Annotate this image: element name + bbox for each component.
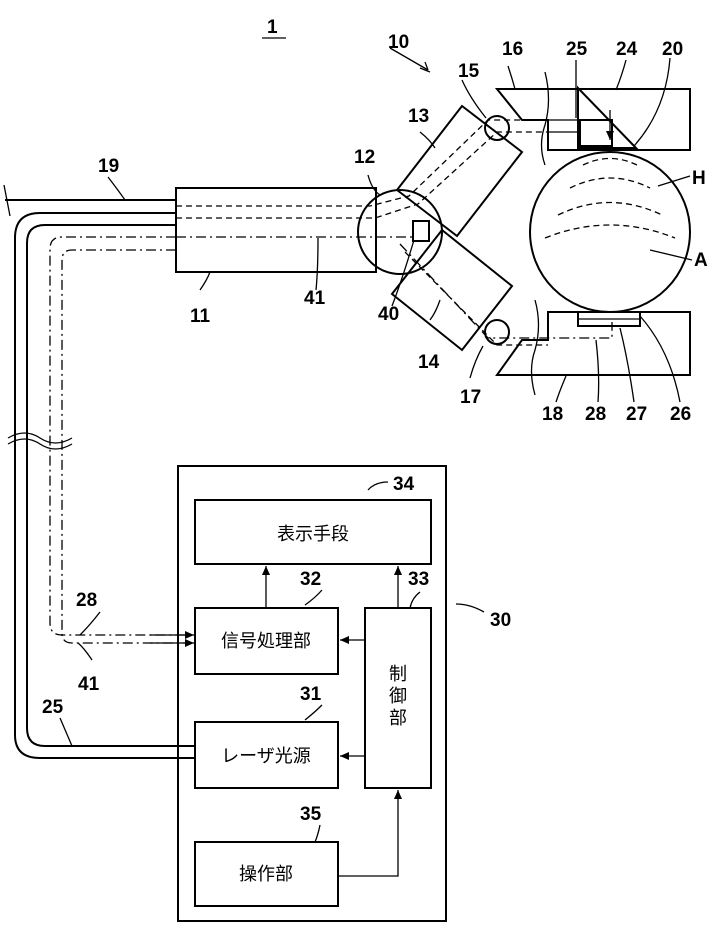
label-12: 12 — [354, 147, 375, 168]
label-15: 15 — [458, 61, 480, 82]
control-label-1: 制 — [389, 664, 407, 684]
label-20: 20 — [662, 39, 683, 60]
label-11: 11 — [190, 306, 211, 327]
display-label: 表示手段 — [277, 524, 349, 544]
label-32: 32 — [300, 569, 321, 590]
label-13: 13 — [408, 106, 429, 127]
object-H — [530, 152, 692, 312]
label-16: 16 — [502, 39, 523, 60]
label-33: 33 — [408, 569, 429, 590]
label-40: 40 — [378, 304, 399, 325]
handle-11 — [176, 188, 376, 272]
arm-14 — [392, 230, 512, 350]
control-label-2: 御 — [389, 686, 407, 706]
label-25-top: 25 — [566, 39, 588, 60]
label-30: 30 — [490, 610, 511, 631]
label-10: 10 — [388, 32, 409, 53]
label-28-top: 28 — [585, 404, 606, 425]
laser-label: レーザ光源 — [221, 746, 311, 766]
label-34: 34 — [393, 474, 415, 495]
element-17 — [485, 320, 509, 344]
label-41-left: 41 — [78, 674, 100, 695]
signal-label: 信号処理部 — [221, 631, 311, 651]
label-17: 17 — [460, 387, 481, 408]
label-A: A — [694, 250, 708, 271]
element-40 — [413, 221, 429, 241]
figure-number: 1 — [267, 17, 278, 38]
operation-label: 操作部 — [239, 864, 293, 884]
label-H: H — [692, 168, 706, 189]
label-18: 18 — [542, 404, 563, 425]
jaw-18 — [497, 312, 690, 375]
label-28-left: 28 — [76, 590, 97, 611]
label-27: 27 — [626, 404, 647, 425]
label-14: 14 — [418, 352, 440, 373]
label-41-top: 41 — [304, 288, 326, 309]
label-26: 26 — [670, 404, 691, 425]
emitter-24 — [548, 88, 636, 148]
detector-27 — [578, 312, 640, 326]
label-31: 31 — [300, 684, 322, 705]
label-25-left: 25 — [42, 697, 64, 718]
control-label-3: 部 — [389, 708, 407, 728]
cable-assembly — [4, 185, 195, 758]
label-24: 24 — [616, 39, 638, 60]
label-35: 35 — [300, 804, 322, 825]
label-19: 19 — [98, 156, 119, 177]
